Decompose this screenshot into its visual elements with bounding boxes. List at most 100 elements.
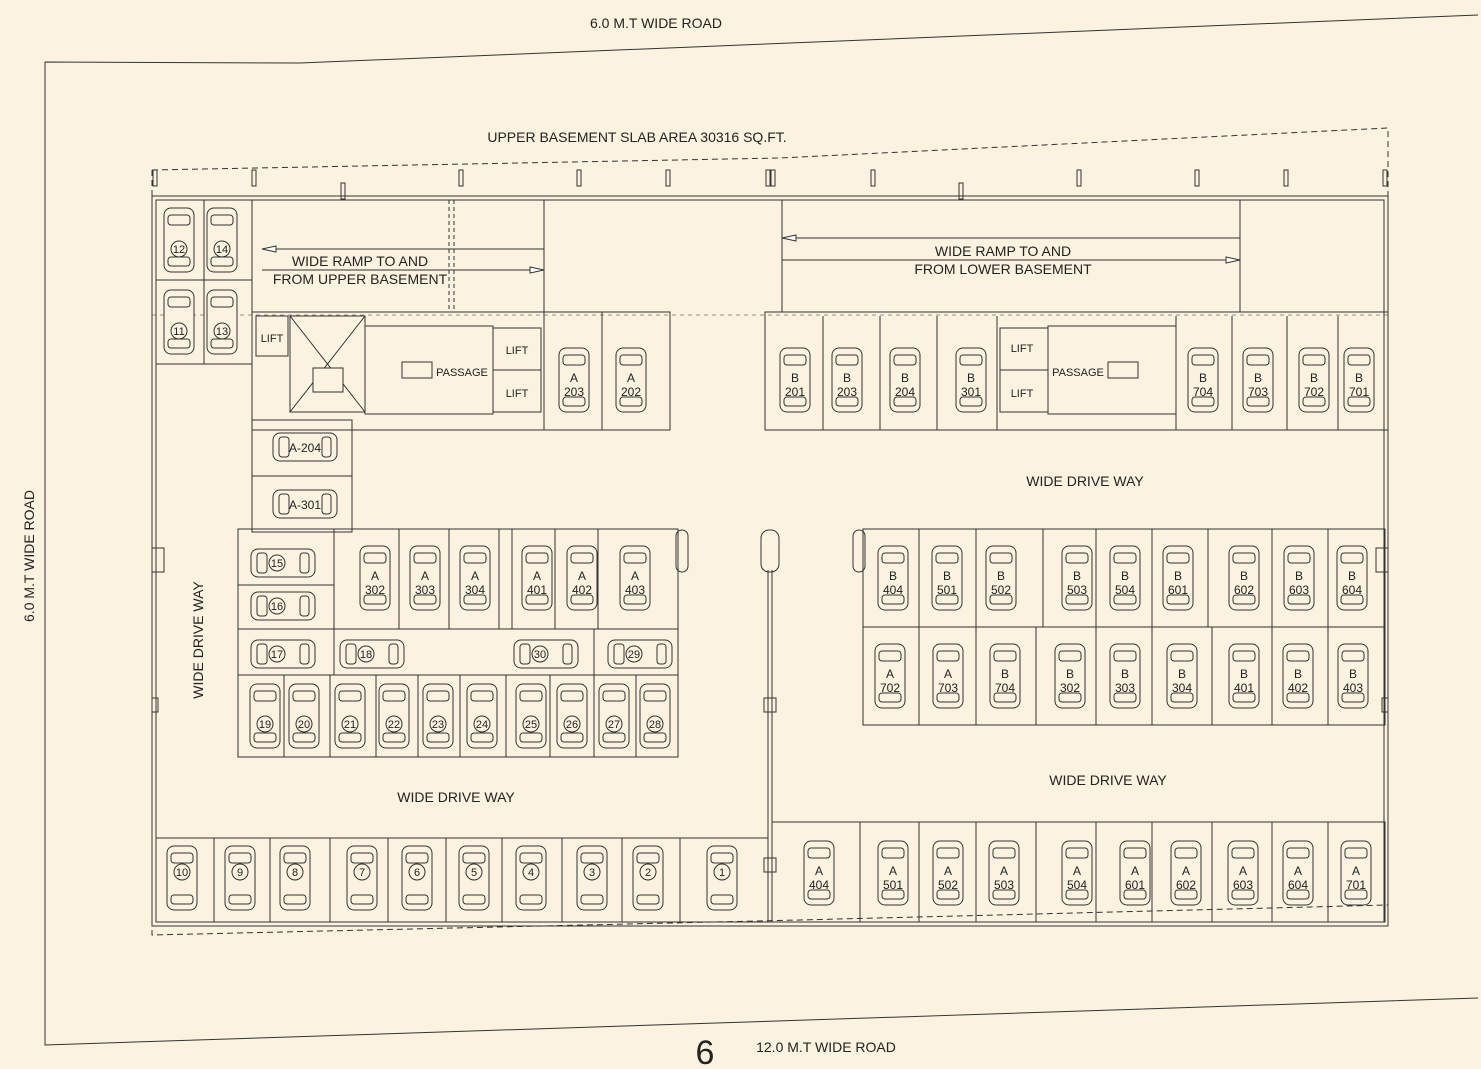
passage-label-left: PASSAGE [436, 367, 488, 379]
bay-number: 12 [173, 244, 185, 256]
parking-bay [163, 289, 195, 355]
bay-number: 11 [173, 326, 184, 338]
bay-letter: B [1073, 569, 1081, 583]
bay-letter: B [1066, 667, 1074, 681]
parking-bay [988, 840, 1020, 906]
parking-bay [985, 545, 1017, 611]
bay-number: 21 [344, 719, 356, 731]
parking-bay [889, 347, 921, 413]
parking-bay [619, 545, 651, 611]
bay-number: 24 [476, 719, 488, 731]
parking-bay [1109, 545, 1141, 611]
bay-letter: B [889, 569, 897, 583]
bay-number: 603 [1289, 583, 1309, 597]
bay-letter: A [471, 569, 479, 583]
bay-letter: B [843, 371, 851, 385]
bay-number: 604 [1342, 583, 1362, 597]
bay-number: 601 [1168, 583, 1188, 597]
bottom-road-label: 12.0 M.T WIDE ROAD [756, 1039, 896, 1055]
bay-number: 501 [883, 878, 903, 892]
ramp-upper-line1: WIDE RAMP TO AND [292, 253, 428, 269]
parking-bay [1162, 545, 1194, 611]
bay-letter: B [997, 569, 1005, 583]
bay-letter: B [1254, 371, 1262, 385]
parking-bay [874, 643, 906, 709]
bay-number: 502 [991, 583, 1011, 597]
parking-bay [1336, 545, 1368, 611]
parking-bay [932, 840, 964, 906]
parking-bay [1340, 840, 1372, 906]
bay-number: 15 [271, 558, 283, 570]
bay-letter: A [886, 667, 894, 681]
bay-number: 8 [292, 867, 298, 879]
parking-bay [359, 545, 391, 611]
bay-number: 204 [895, 385, 915, 399]
lift-label-1: LIFT [261, 333, 284, 345]
parking-bay [989, 643, 1021, 709]
parking-bay [1187, 347, 1219, 413]
bay-number: 404 [809, 878, 829, 892]
bay-number: 201 [785, 385, 805, 399]
parking-bay [1242, 347, 1274, 413]
bay-letter: A [1352, 864, 1360, 878]
parking-bay [1119, 840, 1151, 906]
bay-number: 603 [1233, 878, 1253, 892]
bay-letter: B [901, 371, 909, 385]
bay-number: 7 [359, 867, 365, 879]
bay-letter: B [1121, 569, 1129, 583]
bay-letter: A [631, 569, 639, 583]
ramp-lower-line1: WIDE RAMP TO AND [935, 243, 1071, 259]
bay-number: 303 [415, 583, 435, 597]
parking-bay [1282, 840, 1314, 906]
bay-letter: B [967, 371, 975, 385]
bay-letter: B [1240, 569, 1248, 583]
bay-number: 704 [1193, 385, 1213, 399]
parking-bay [459, 545, 491, 611]
bay-letter: A [1073, 864, 1081, 878]
parking-bay [1170, 840, 1202, 906]
parking-bay [1061, 545, 1093, 611]
parking-bay [831, 347, 863, 413]
parking-bay [401, 845, 433, 911]
page-number: 6 [696, 1034, 715, 1069]
bay-letter: A [889, 864, 897, 878]
site-boundary [44, 14, 1479, 1046]
bay-number: 23 [432, 719, 444, 731]
bay-number: 301 [961, 385, 981, 399]
parking-bay [1337, 643, 1369, 709]
bay-letter: A [1182, 864, 1190, 878]
bay-letter: B [1178, 667, 1186, 681]
bay-number: 1 [719, 867, 725, 879]
bay-number: 503 [994, 878, 1014, 892]
bay-number: 13 [216, 326, 228, 338]
parking-bay [779, 347, 811, 413]
bay-number: 402 [572, 583, 592, 597]
parking-bay [409, 545, 441, 611]
bay-number: 3 [589, 867, 595, 879]
parking-bay [803, 840, 835, 906]
parking-bay [566, 545, 598, 611]
bay-letter: A [1239, 864, 1247, 878]
bay-number: 202 [621, 385, 641, 399]
bay-number: 502 [938, 878, 958, 892]
bay-letter: A [1131, 864, 1139, 878]
bay-number: 704 [995, 681, 1015, 695]
lift-label-3: LIFT [506, 388, 529, 400]
bay-letter: B [1174, 569, 1182, 583]
parking-bay [1227, 840, 1259, 906]
parking-bay [1282, 643, 1314, 709]
bay-letter: A [815, 864, 823, 878]
bay-number: 504 [1067, 878, 1087, 892]
bay-letter: A [533, 569, 541, 583]
drive-way-right-top: WIDE DRIVE WAY [1026, 473, 1144, 489]
bay-number: 304 [1172, 681, 1192, 695]
left-road-label: 6.0 M.T WIDE ROAD [21, 490, 37, 622]
bay-letter: B [1121, 667, 1129, 681]
bay-letter: A [944, 667, 952, 681]
bay-number: 303 [1115, 681, 1135, 695]
bay-number: 402 [1288, 681, 1308, 695]
bay-number: 302 [1060, 681, 1080, 695]
bay-letter: B [1348, 569, 1356, 583]
bay-number: 4 [528, 867, 534, 879]
bay-number: 18 [360, 649, 372, 661]
